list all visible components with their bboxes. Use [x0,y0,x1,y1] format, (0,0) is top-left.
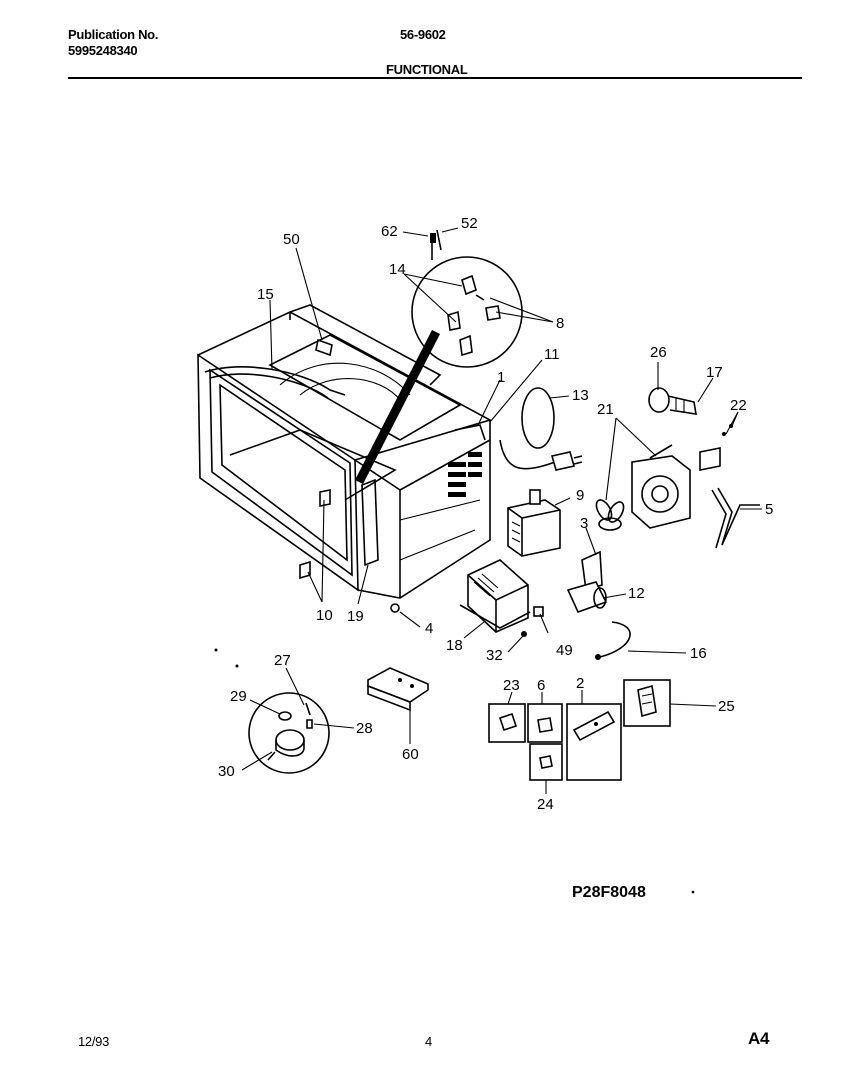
detail-circle-switches [411,229,523,368]
part-label-9: 9 [576,487,584,504]
transformer [459,559,531,637]
model-number: 56-9602 [400,27,446,42]
publication-label: Publication No. [68,27,159,42]
part-label-3: 3 [580,515,588,532]
part-label-50: 50 [283,231,300,248]
diagram-id: P28F8048 [572,884,646,901]
part-label-60: 60 [402,746,419,763]
part-label-22: 22 [730,397,747,414]
header-rule [68,77,802,79]
footer-page-number: 4 [425,1034,432,1049]
part-label-19: 19 [347,608,364,625]
part-label-15: 15 [257,286,274,303]
magnetron [507,489,561,557]
part-label-5: 5 [765,501,773,518]
footer-sheet: A4 [748,1029,770,1048]
part-label-10: 10 [316,607,333,624]
section-title: FUNCTIONAL [386,62,468,77]
part-label-17: 17 [706,364,723,381]
bracket-60 [367,667,429,712]
footer-date: 12/93 [78,1034,110,1049]
part-label-21: 21 [597,401,614,418]
part-label-11: 11 [544,346,560,363]
publication-number: 5995248340 [68,43,138,58]
part-label-18: 18 [446,637,463,654]
part-label-25: 25 [718,698,735,715]
fan-motor-assembly [595,387,760,549]
part-label-23: 23 [503,677,520,694]
part-label-27: 27 [274,652,291,669]
part-label-26: 26 [650,344,667,361]
part-label-6: 6 [537,677,545,694]
part-label-32: 32 [486,647,503,664]
leader-lines [241,227,762,794]
part-label-16: 16 [690,645,707,662]
power-cord [499,387,583,471]
detail-circle-thermal [214,648,330,774]
part-label-14: 14 [389,261,406,278]
part-label-2: 2 [576,675,584,692]
part-label-30: 30 [218,763,235,780]
part-label-13: 13 [572,387,589,404]
label-boxes [488,679,671,781]
part-label-8: 8 [556,315,564,332]
oven-cabinet [197,304,493,613]
part-label-49: 49 [556,642,573,659]
part-label-28: 28 [356,720,373,737]
part-label-12: 12 [628,585,645,602]
part-label-62: 62 [381,223,398,240]
capacitor-assembly [533,550,631,660]
part-label-52: 52 [461,215,478,232]
part-label-1: 1 [497,369,505,386]
part-label-24: 24 [537,796,554,813]
part-label-29: 29 [230,688,247,705]
part-label-4: 4 [425,620,433,637]
